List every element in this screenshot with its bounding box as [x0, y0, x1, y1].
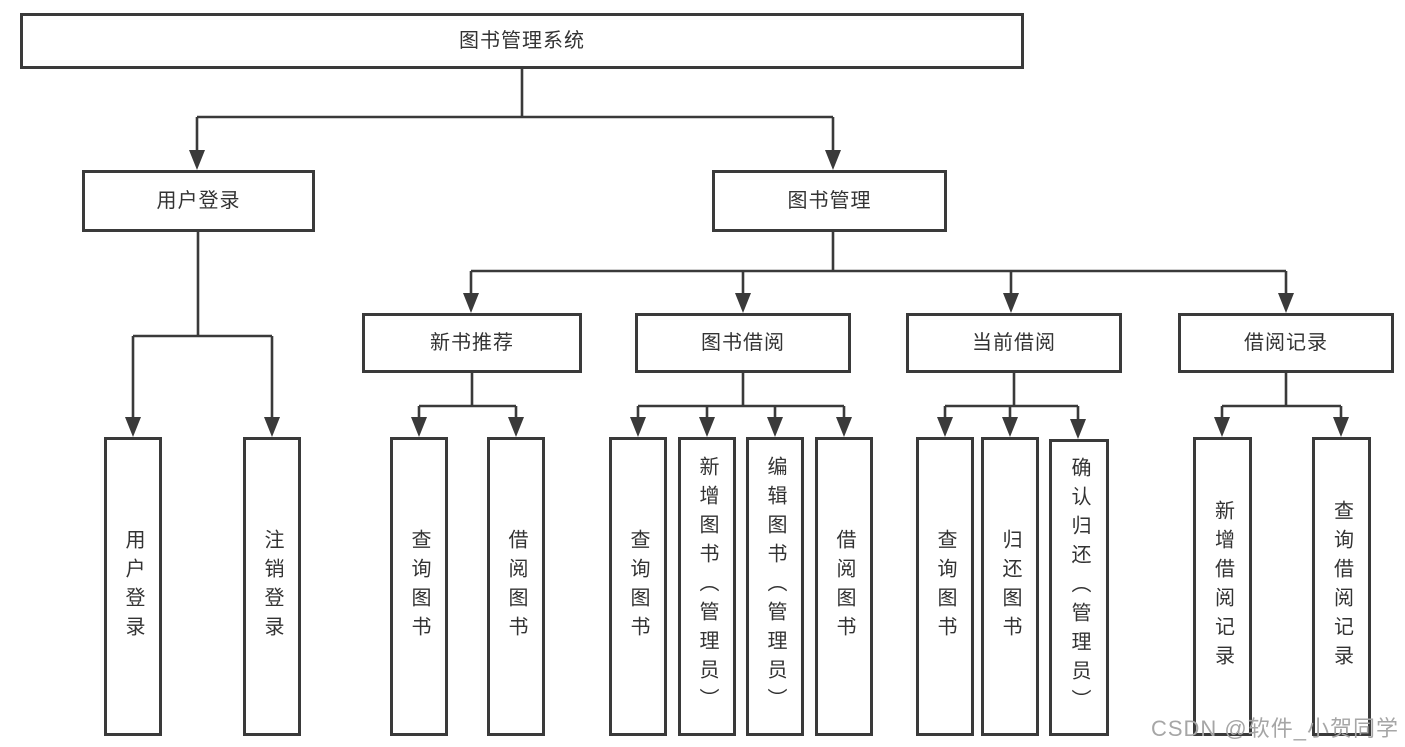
connector-current-to-leaves — [943, 373, 1080, 422]
node-book-management: 图书管理 — [712, 170, 947, 232]
connector-userlogin-to-leaves — [131, 232, 274, 420]
node-label: 当前借阅 — [972, 332, 1056, 354]
leaf-label: 借阅图书 — [833, 528, 855, 645]
connector-newbook-to-leaves — [417, 373, 518, 420]
leaf-label: 新增借阅记录 — [1211, 499, 1234, 674]
leaf-edit-books-admin: 编辑图书（管理员） — [746, 437, 804, 736]
node-new-book-recommendation: 新书推荐 — [362, 313, 582, 373]
arrowheads-records-leaves — [1214, 417, 1349, 437]
leaf-query-books-recommend: 查询图书 — [390, 437, 448, 736]
node-label: 用户登录 — [156, 190, 241, 212]
leaf-label: 归还图书 — [999, 528, 1021, 645]
leaf-label: 新增图书（管理员） — [696, 456, 718, 717]
node-label: 图书管理 — [787, 190, 872, 212]
leaf-label: 确认归还（管理员） — [1068, 457, 1090, 718]
leaf-borrow-books-recommend: 借阅图书 — [487, 437, 545, 736]
leaf-add-borrow-record: 新增借阅记录 — [1193, 437, 1252, 736]
leaf-query-books-borrow: 查询图书 — [609, 437, 667, 736]
node-library-management-system: 图书管理系统 — [20, 13, 1024, 69]
connector-borrow-to-leaves — [636, 373, 846, 420]
leaf-borrow-books: 借阅图书 — [815, 437, 873, 736]
connector-bookmgmt-to-level3 — [469, 232, 1288, 297]
leaf-return-books: 归还图书 — [981, 437, 1039, 736]
leaf-label: 编辑图书（管理员） — [764, 456, 786, 717]
connector-root-to-level2 — [195, 69, 835, 153]
leaf-label: 查询图书 — [627, 528, 649, 645]
arrowheads-borrow-leaves — [630, 417, 852, 437]
leaf-label: 用户登录 — [122, 528, 144, 645]
arrowheads-userlogin-leaves — [125, 417, 280, 437]
node-book-borrowing: 图书借阅 — [635, 313, 851, 373]
node-label: 图书管理系统 — [459, 30, 585, 52]
arrowheads-current-leaves — [937, 417, 1086, 439]
leaf-query-books-current: 查询图书 — [916, 437, 974, 736]
connector-records-to-leaves — [1220, 373, 1343, 420]
leaf-label: 查询图书 — [934, 528, 956, 645]
leaf-label: 查询图书 — [408, 528, 430, 645]
arrowheads-newbook-leaves — [411, 417, 524, 437]
node-label: 借阅记录 — [1244, 332, 1328, 354]
leaf-label: 借阅图书 — [505, 528, 527, 645]
node-current-borrowing: 当前借阅 — [906, 313, 1122, 373]
leaf-query-borrow-record: 查询借阅记录 — [1312, 437, 1371, 736]
leaf-logout: 注销登录 — [243, 437, 301, 736]
leaf-label: 注销登录 — [261, 528, 283, 645]
node-label: 新书推荐 — [430, 332, 514, 354]
arrowheads-level2 — [189, 150, 841, 170]
leaf-label: 查询借阅记录 — [1330, 499, 1353, 674]
node-borrowing-records: 借阅记录 — [1178, 313, 1394, 373]
node-user-login: 用户登录 — [82, 170, 315, 232]
node-label: 图书借阅 — [701, 332, 785, 354]
arrowheads-level3 — [463, 293, 1294, 313]
leaf-add-books-admin: 新增图书（管理员） — [678, 437, 736, 736]
leaf-user-login: 用户登录 — [104, 437, 162, 736]
csdn-watermark: CSDN @软件_小贺同学 — [1150, 716, 1399, 741]
leaf-confirm-return-admin: 确认归还（管理员） — [1049, 439, 1109, 736]
